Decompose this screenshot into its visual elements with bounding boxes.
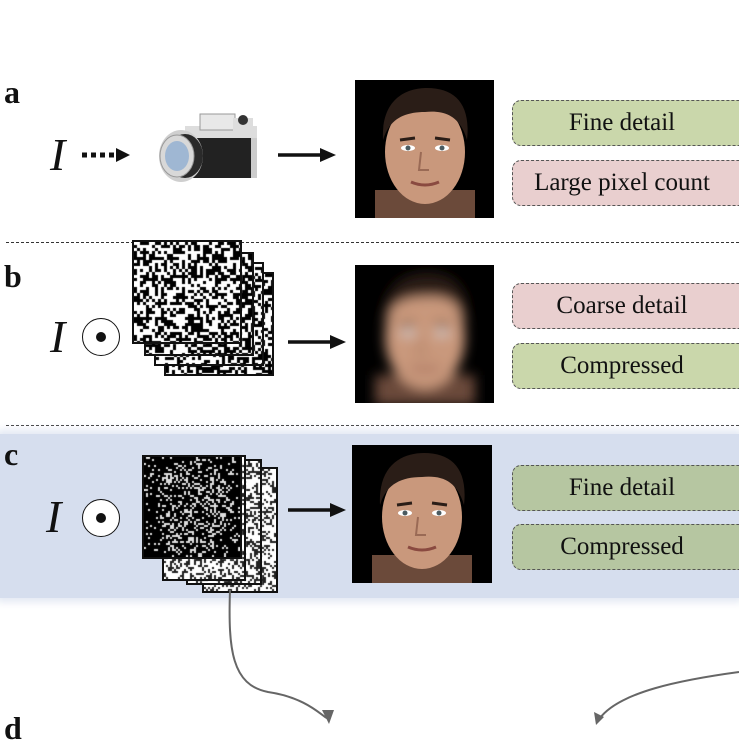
divider [6,425,739,426]
hadamard-product-icon [82,499,120,537]
reconstructed-face-image-a [355,80,494,218]
input-symbol-c: I [46,491,62,542]
tag-coarse-detail: Coarse detail [512,283,739,329]
panel-b-label: b [4,258,22,294]
camera-icon [159,113,257,182]
divider [6,242,739,243]
dotted-arrow-icon [82,148,130,162]
panel-c-label: c [4,436,19,472]
tag-compressed-b: Compressed [512,343,739,389]
random-mask-stack [130,238,274,376]
arrow-icon [278,148,336,162]
tag-fine-detail-c: Fine detail [512,465,739,511]
arrow-icon [288,503,346,517]
arrow-head-icon [594,712,604,725]
input-symbol-b: I [50,311,66,362]
learned-mask-stack [142,455,282,593]
tag-large-pixel-count: Large pixel count [512,160,739,206]
panel-d-label: d [4,710,22,746]
panel-a-label: a [4,74,20,110]
arrow-head-icon [322,710,334,724]
arrow-icon [288,335,346,349]
reconstructed-face-image-c [352,445,492,583]
connector-arrows [228,589,739,725]
reconstructed-face-image-b [355,265,494,403]
tag-compressed-c: Compressed [512,524,739,570]
hadamard-product-icon [82,318,120,356]
tag-fine-detail-a: Fine detail [512,100,739,146]
input-symbol-a: I [50,129,66,180]
